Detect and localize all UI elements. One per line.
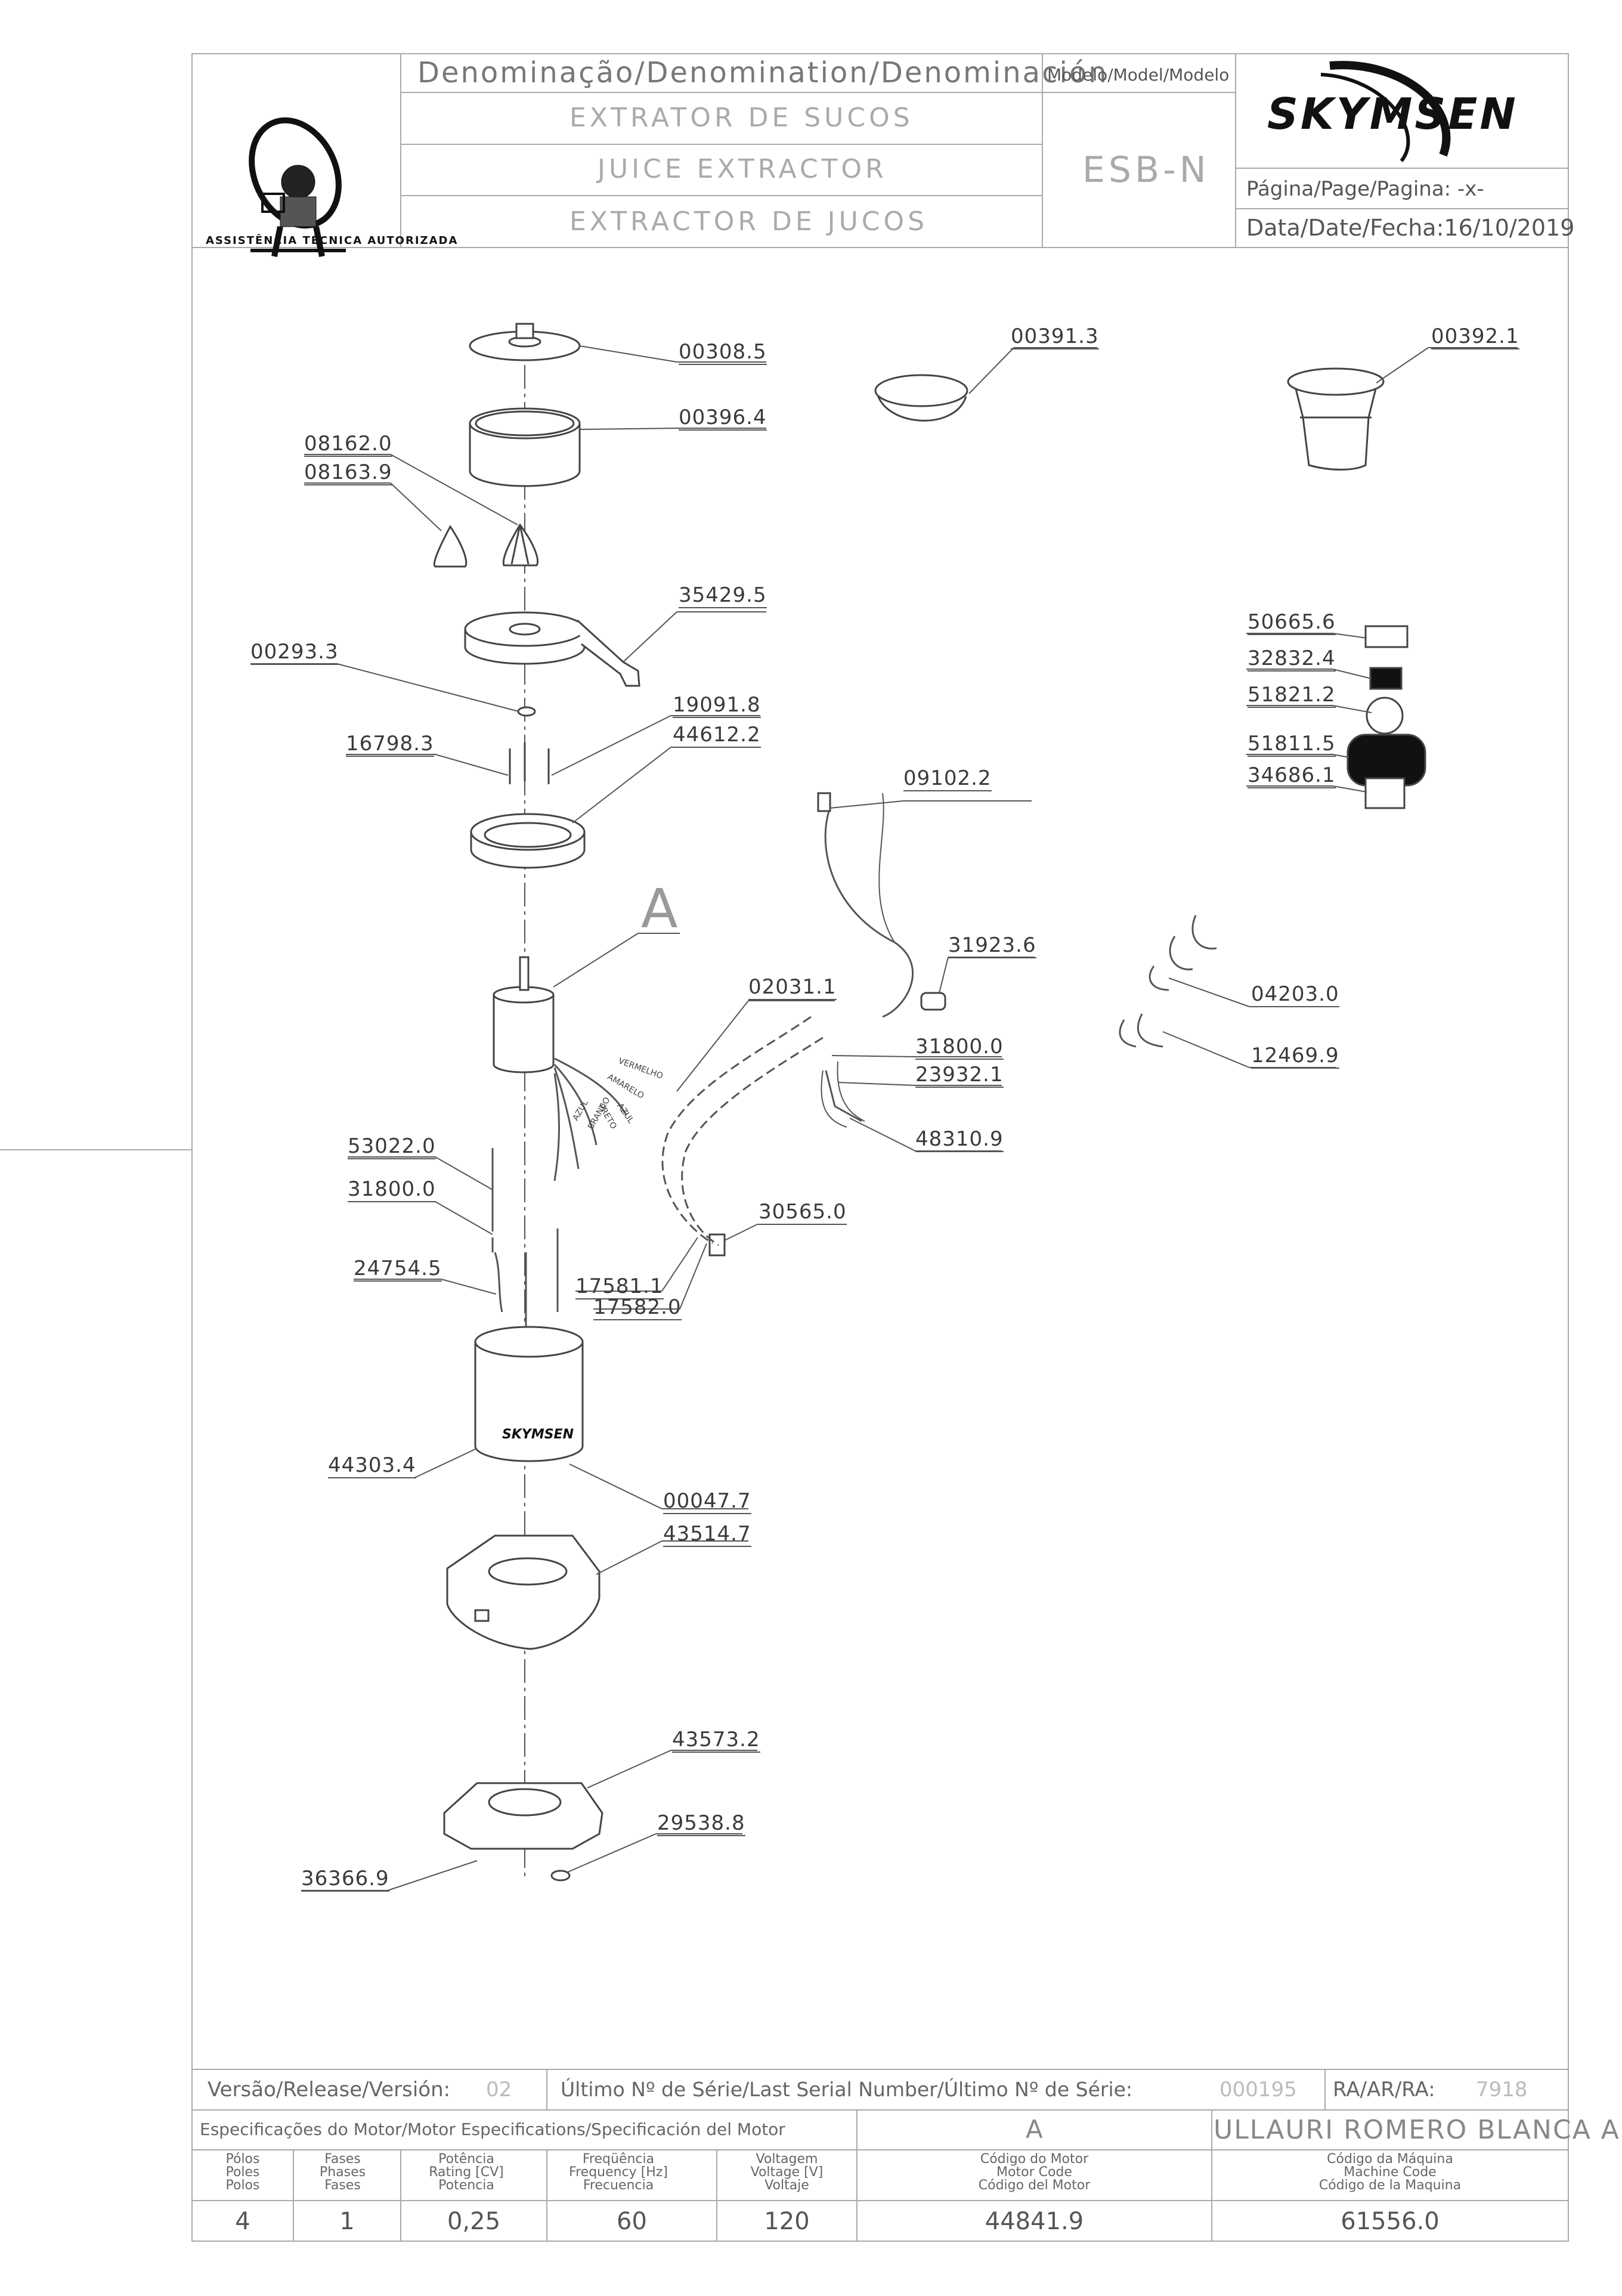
part-label-35429-5: 35429.5 bbox=[679, 583, 767, 608]
part-label-36366-9: 36366.9 bbox=[301, 1867, 389, 1892]
brand-logo-text: SKYMSEN bbox=[1267, 89, 1518, 139]
part-label-29538-8: 29538.8 bbox=[657, 1811, 745, 1836]
part-label-53022-0: 53022.0 bbox=[348, 1134, 436, 1159]
part-label-44303-4: 44303.4 bbox=[328, 1453, 416, 1478]
product-name-en: JUICE EXTRACTOR bbox=[598, 154, 887, 184]
spec-machine-code-value: 61556.0 bbox=[1341, 2208, 1440, 2235]
part-label-17582-0: 17582.0 bbox=[593, 1295, 682, 1320]
part-label-00392-1: 00392.1 bbox=[1431, 324, 1519, 349]
part-label-17581-1: 17581.1 bbox=[575, 1274, 664, 1299]
denomination-title: Denominação/Denomination/Denominación bbox=[417, 56, 1109, 89]
part-label-00396-4: 00396.4 bbox=[679, 406, 767, 431]
spec-frequency-value: 60 bbox=[617, 2208, 647, 2235]
motor-callout-a: A bbox=[641, 878, 678, 940]
spec-phases-value: 1 bbox=[339, 2208, 355, 2235]
serial-value: 000195 bbox=[1219, 2078, 1297, 2102]
part-label-00047-7: 00047.7 bbox=[663, 1489, 751, 1514]
spec-poles-value: 4 bbox=[235, 2208, 250, 2235]
product-name-es: EXTRACTOR DE JUCOS bbox=[569, 206, 928, 237]
model-value: ESB-N bbox=[1082, 149, 1210, 191]
date-label: Data/Date/Fecha:16/10/2019 bbox=[1246, 215, 1575, 241]
skymsen-logo-icon bbox=[1320, 61, 1451, 162]
part-label-00391-3: 00391.3 bbox=[1011, 324, 1099, 349]
part-label-50665-6: 50665.6 bbox=[1248, 610, 1336, 635]
part-label-43514-7: 43514.7 bbox=[663, 1522, 751, 1547]
motor-ref: A bbox=[1026, 2115, 1043, 2144]
part-label-00293-3: 00293.3 bbox=[250, 640, 339, 665]
spec-voltage-value: 120 bbox=[764, 2208, 810, 2235]
part-label-32832-4: 32832.4 bbox=[1248, 646, 1336, 672]
product-name-pt: EXTRATOR DE SUCOS bbox=[569, 103, 914, 133]
part-label-19091-8: 19091.8 bbox=[673, 693, 761, 718]
ra-value: 7918 bbox=[1476, 2078, 1528, 2102]
part-label-00308-5: 00308.5 bbox=[679, 340, 767, 365]
part-label-34686-1: 34686.1 bbox=[1248, 763, 1336, 788]
part-label-43573-2: 43573.2 bbox=[672, 1728, 760, 1753]
part-label-09102-2: 09102.2 bbox=[903, 766, 992, 791]
part-label-31923-6: 31923.6 bbox=[948, 933, 1036, 958]
part-label-16798-3: 16798.3 bbox=[346, 732, 434, 757]
part-label-31800-0-rod: 31800.0 bbox=[348, 1177, 436, 1202]
part-label-30565-0: 30565.0 bbox=[759, 1200, 847, 1225]
housing-brand-text: SKYMSEN bbox=[502, 1427, 574, 1442]
part-label-48310-9: 48310.9 bbox=[915, 1127, 1004, 1152]
part-label-02031-1: 02031.1 bbox=[748, 975, 837, 1000]
part-label-04203-0: 04203.0 bbox=[1251, 982, 1339, 1007]
seal-text: ASSISTÊNCIA TÉCNICA AUTORIZADA bbox=[206, 234, 459, 247]
part-label-51811-5: 51811.5 bbox=[1248, 732, 1336, 757]
model-label: Modelo/Model/Modelo bbox=[1047, 65, 1230, 85]
ra-label: RA/AR/RA: bbox=[1333, 2078, 1435, 2102]
part-label-51821-2: 51821.2 bbox=[1248, 683, 1336, 708]
motor-spec-label: Especificações do Motor/Motor Especifica… bbox=[200, 2119, 785, 2139]
version-value: 02 bbox=[486, 2078, 512, 2102]
part-label-08162-0: 08162.0 bbox=[304, 432, 392, 457]
part-label-24754-5: 24754.5 bbox=[354, 1257, 442, 1282]
part-label-08163-9: 08163.9 bbox=[304, 460, 392, 485]
part-label-23932-1: 23932.1 bbox=[915, 1063, 1004, 1088]
assistencia-seal-icon bbox=[249, 117, 346, 257]
spec-rating-value: 0,25 bbox=[447, 2208, 501, 2235]
part-label-31800-0-harness: 31800.0 bbox=[915, 1035, 1004, 1060]
serial-label: Último Nº de Série/Last Serial Number/Úl… bbox=[561, 2078, 1133, 2101]
part-label-12469-9: 12469.9 bbox=[1251, 1044, 1339, 1069]
page-label: Página/Page/Pagina: -x- bbox=[1246, 177, 1484, 201]
spec-motor-code-value: 44841.9 bbox=[985, 2208, 1084, 2235]
part-label-44612-2: 44612.2 bbox=[673, 723, 761, 748]
owner-name: ULLAURI ROMERO BLANCA A. bbox=[1214, 2115, 1622, 2145]
version-label: Versão/Release/Versión: bbox=[208, 2078, 451, 2102]
